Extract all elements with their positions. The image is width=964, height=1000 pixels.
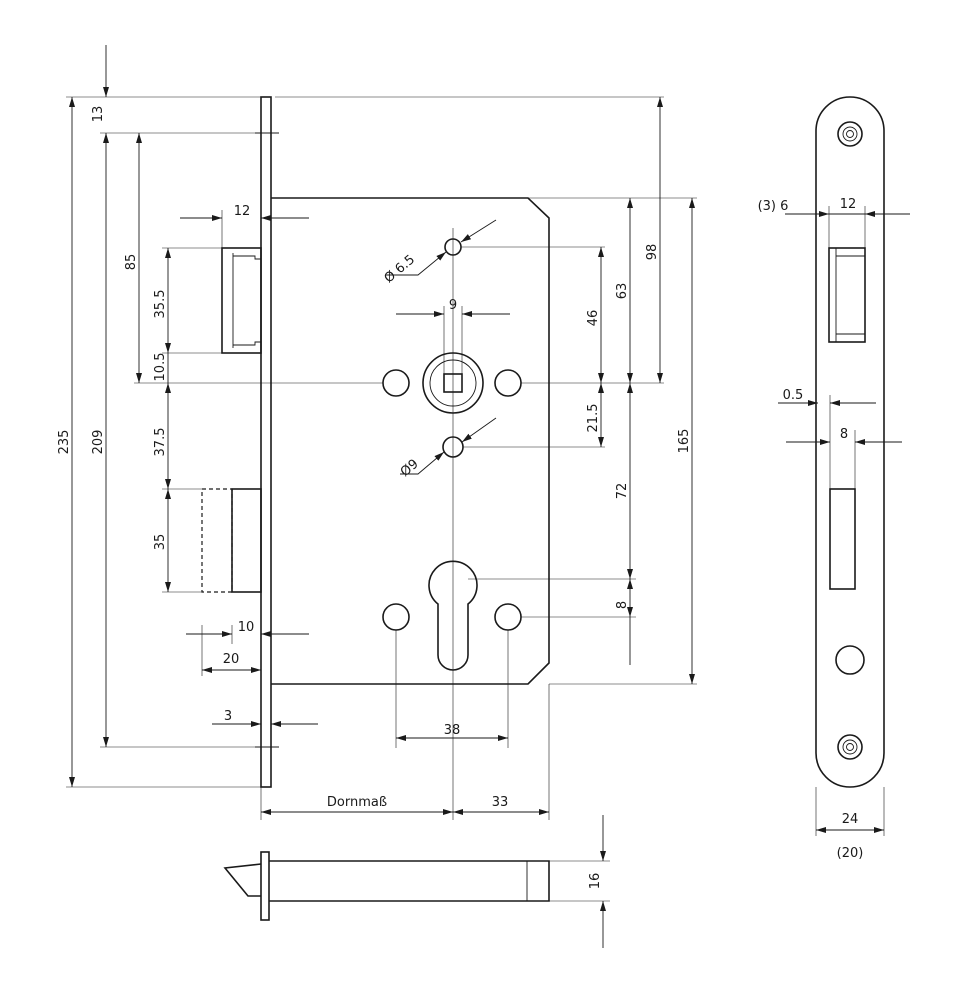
label-3: 3 [224,709,232,724]
bottom-faceplate [260,851,270,921]
dimension-labels: 235 13 209 85 35.5 10.5 37.5 35 12 10 20… [57,106,692,810]
label-dornmass: Dornmaß [327,795,387,810]
label-85: 85 [124,254,139,271]
label-165: 165 [677,429,692,454]
bottom-latch-tongue [223,863,262,897]
label-72: 72 [615,483,630,500]
cylinder-cutout [428,560,478,671]
bottom-case [269,860,550,902]
label-side-3-6: (3) 6 [758,199,789,214]
label-side-0-5: 0.5 [783,388,804,403]
side-top-screw [837,121,863,147]
side-latch-opening [828,247,866,343]
label-dia-6-5: Ø 6.5 [382,252,418,286]
hub-screw-hole-left [382,369,410,397]
label-35: 35 [153,534,168,551]
label-10-5: 10.5 [153,353,168,382]
label-20: 20 [223,652,240,667]
label-209: 209 [91,430,106,455]
bottom-view: 16 [223,815,610,948]
label-235: 235 [57,430,72,455]
label-side-20: (20) [837,846,864,861]
label-46: 46 [586,310,601,327]
latch [221,247,262,354]
label-10: 10 [238,620,255,635]
side-view: (3) 6 12 0.5 8 24 (20) [758,96,910,861]
label-8: 8 [615,601,630,609]
label-63: 63 [615,283,630,300]
cylinder-screw-hole-left [382,603,410,631]
label-side-12: 12 [840,197,857,212]
label-16: 16 [588,873,603,890]
label-33: 33 [492,795,509,810]
side-round-hole [835,645,865,675]
side-bottom-screw [837,734,863,760]
deadbolt [201,488,262,593]
label-side-24: 24 [842,812,859,827]
label-38: 38 [444,723,461,738]
label-12: 12 [234,204,251,219]
label-98: 98 [645,244,660,261]
dimension-lines [69,45,695,815]
label-35-5: 35.5 [153,290,168,319]
label-21-5: 21.5 [586,404,601,433]
front-view: 235 13 209 85 35.5 10.5 37.5 35 12 10 20… [57,45,697,820]
hub-screw-hole-right [494,369,522,397]
label-9: 9 [449,298,457,313]
faceplate [260,96,272,788]
label-37-5: 37.5 [153,428,168,457]
extension-lines [66,96,697,820]
lock-case [271,197,550,685]
label-13: 13 [91,106,106,123]
label-side-8: 8 [840,427,848,442]
label-dia-9: Ø9 [398,457,422,480]
cylinder-screw-hole-right [494,603,522,631]
side-bolt-opening [829,488,856,590]
